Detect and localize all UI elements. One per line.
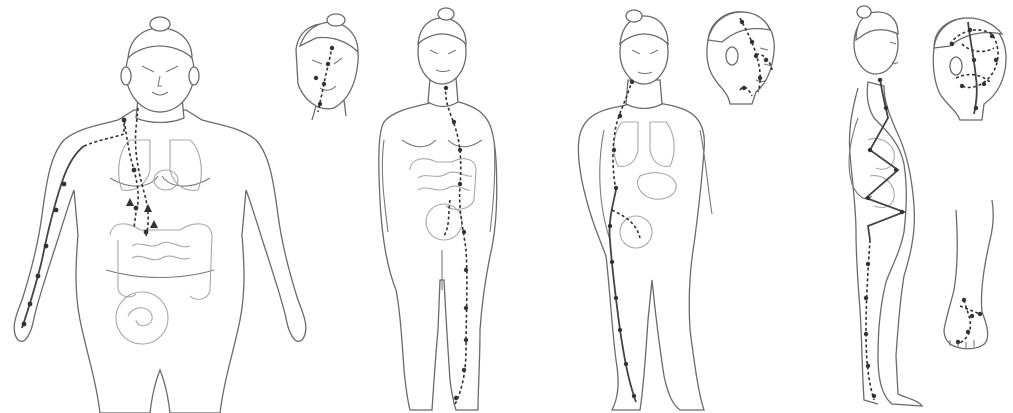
inset-1-face-front (296, 14, 358, 120)
inset-3-ear (950, 57, 962, 75)
figure-2-front (379, 8, 497, 410)
inset-4-foot (944, 200, 993, 349)
figure-1-topknot (150, 17, 170, 31)
inset-2-ear (726, 47, 738, 65)
figure-4-side (849, 6, 922, 406)
inset-4-leg-outline (944, 200, 993, 349)
figure-1-ear-left (121, 67, 131, 85)
figure-4-organs (868, 139, 894, 208)
figure-4-back-outline (849, 88, 878, 404)
inset-2-head-side (707, 12, 774, 104)
figure-3-body-outline (578, 102, 704, 410)
figure-1-body-outline (14, 110, 306, 413)
inset-1-topknot (327, 14, 345, 26)
figure-2-topknot (438, 8, 454, 20)
figure-1-ear-right (189, 67, 199, 85)
figure-3-front-turned (578, 10, 712, 410)
figure-2-body-outline (379, 100, 497, 410)
figure-4-topknot (857, 6, 871, 18)
figure-4-body-outline (867, 82, 922, 406)
figure-3-topknot (626, 10, 642, 22)
inset-3-head-side-lines (933, 18, 1006, 120)
figure-1-front (14, 17, 306, 413)
